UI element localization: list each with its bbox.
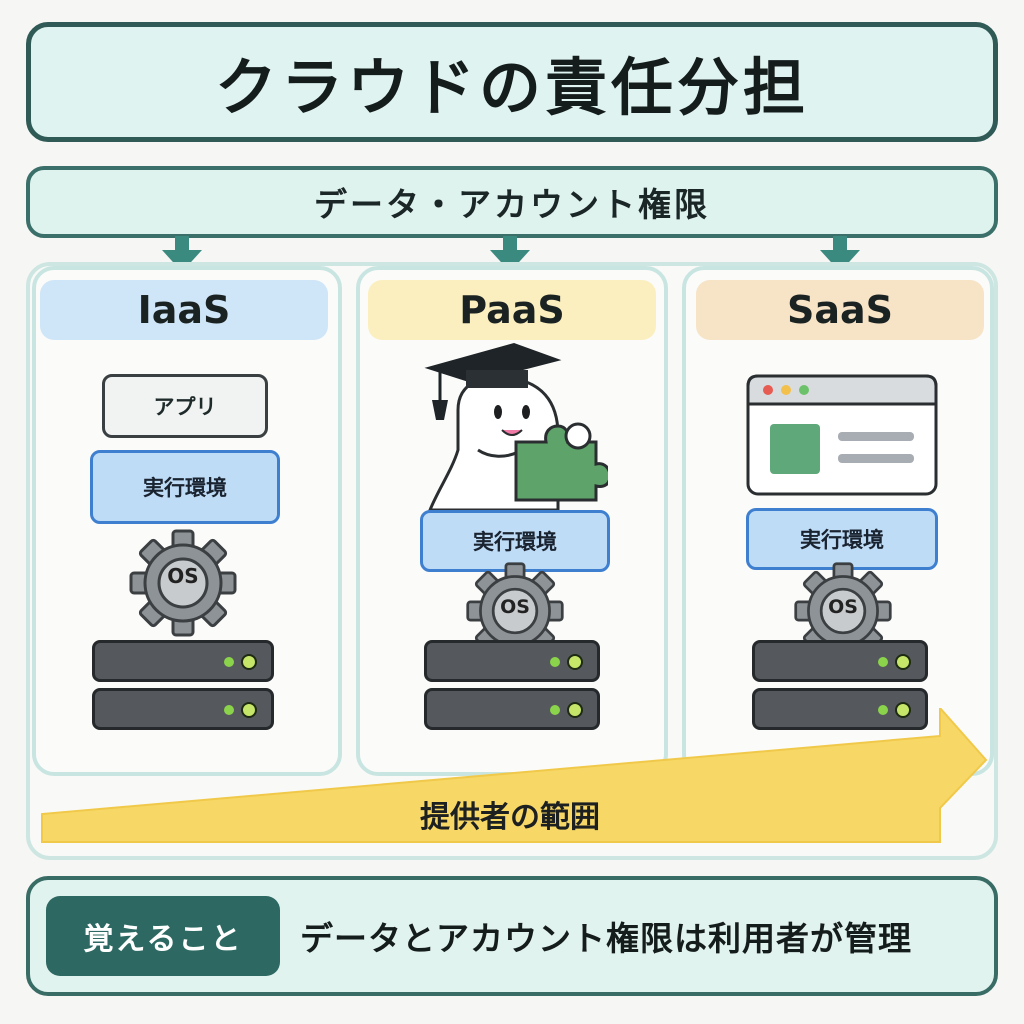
mascot-with-cap xyxy=(424,342,608,512)
layer-label: 実行環境 xyxy=(143,476,227,500)
server-unit xyxy=(752,640,928,682)
column-title: IaaS xyxy=(137,288,231,332)
server-unit xyxy=(752,688,928,730)
provider-scope-arrow xyxy=(41,708,988,843)
os-gear xyxy=(788,556,898,666)
server-unit xyxy=(92,688,274,730)
column-title: SaaS xyxy=(786,288,894,332)
os-label: OS xyxy=(828,596,858,618)
column-header-paas: PaaS xyxy=(368,280,656,340)
down-arrow-icon xyxy=(820,236,860,272)
app-layer: アプリ xyxy=(102,374,268,438)
gear-icon xyxy=(794,562,892,660)
graduation-cap-icon xyxy=(424,342,562,420)
browser-window-icon xyxy=(746,374,938,496)
server-unit xyxy=(424,640,600,682)
layer-label: 実行環境 xyxy=(473,530,557,554)
page-title: クラウドの責任分担 xyxy=(214,51,809,124)
column-header-saas: SaaS xyxy=(696,280,984,340)
column-title: PaaS xyxy=(459,288,565,332)
os-label: OS xyxy=(167,564,199,588)
server-icon xyxy=(550,654,583,670)
server-unit xyxy=(424,688,600,730)
column-header-iaas: IaaS xyxy=(40,280,328,340)
server-icon xyxy=(550,702,583,718)
key-point-badge-label: 覚えること xyxy=(83,922,243,957)
down-arrow-icon xyxy=(490,236,530,272)
layer-label: 実行環境 xyxy=(800,528,884,552)
server-icon xyxy=(878,654,911,670)
gear-icon xyxy=(129,529,237,637)
data-account-banner: データ・アカウント権限 xyxy=(26,166,998,238)
key-point-text: データとアカウント権限は利用者が管理 xyxy=(300,919,912,958)
runtime-layer: 実行環境 xyxy=(90,450,280,524)
data-account-label: データ・アカウント権限 xyxy=(314,185,710,224)
layer-label: アプリ xyxy=(153,395,217,419)
provider-scope-label: 提供者の範囲 xyxy=(420,800,600,835)
title-banner: クラウドの責任分担 xyxy=(26,22,998,142)
server-icon xyxy=(878,702,911,718)
server-icon xyxy=(224,702,257,718)
key-point-badge: 覚えること xyxy=(46,896,280,976)
os-label: OS xyxy=(500,596,530,618)
server-unit xyxy=(92,640,274,682)
server-icon xyxy=(224,654,257,670)
os-gear xyxy=(128,528,238,638)
down-arrow-icon xyxy=(162,236,202,272)
